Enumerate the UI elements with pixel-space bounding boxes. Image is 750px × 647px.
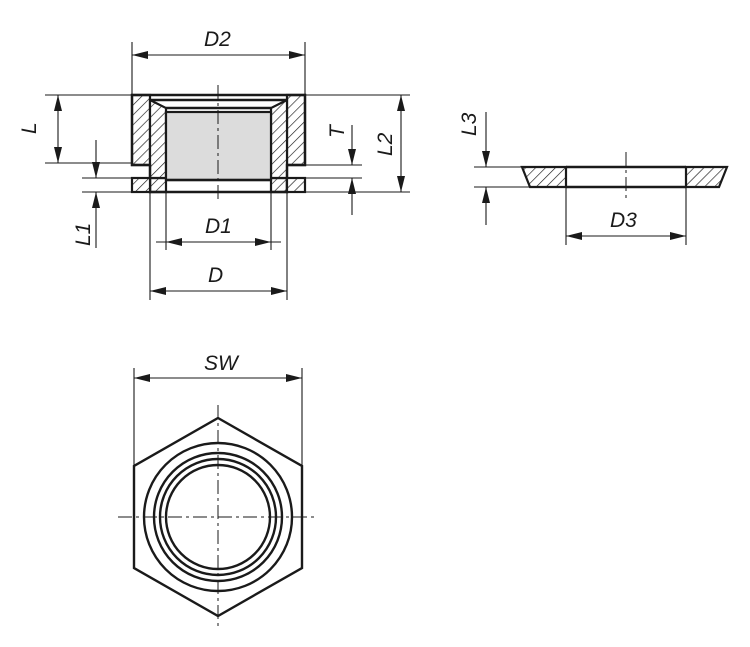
section-seal-left <box>130 176 152 194</box>
dim-l: L <box>18 94 132 164</box>
dim-l1-label: L1 <box>72 223 95 246</box>
section-left-inner-wall <box>148 98 168 180</box>
hex-top-view <box>118 405 318 630</box>
washer-right-section <box>684 165 729 189</box>
dim-d3: D3 <box>565 187 687 245</box>
dim-l3: L3 <box>458 112 530 225</box>
section-right-inner-wall <box>269 98 289 180</box>
dim-t: T <box>305 123 362 215</box>
dim-d1: D1 <box>156 192 281 250</box>
dim-t-label: T <box>326 123 349 138</box>
section-left-flange <box>148 176 168 194</box>
dim-d2-label: D2 <box>204 28 231 51</box>
section-left-wall <box>130 93 152 167</box>
dim-l3-label: L3 <box>458 112 481 136</box>
dim-l1: L1 <box>72 140 150 248</box>
washer-side-view <box>520 152 729 202</box>
dim-l2: L2 <box>305 94 410 193</box>
dim-d2: D2 <box>131 28 306 95</box>
section-right-flange <box>269 176 289 194</box>
dim-d1-label: D1 <box>205 215 232 238</box>
dim-l-label: L <box>18 122 41 134</box>
section-seal-right <box>285 176 307 194</box>
dim-d: D <box>149 192 288 300</box>
dim-sw-label: SW <box>204 352 240 375</box>
section-right-wall <box>285 93 307 167</box>
dim-d-label: D <box>208 264 223 287</box>
dim-sw: SW <box>133 352 303 466</box>
dim-d3-label: D3 <box>610 209 637 232</box>
dim-l2-label: L2 <box>374 132 397 156</box>
section-view <box>130 85 307 200</box>
washer-left-section <box>520 165 568 189</box>
